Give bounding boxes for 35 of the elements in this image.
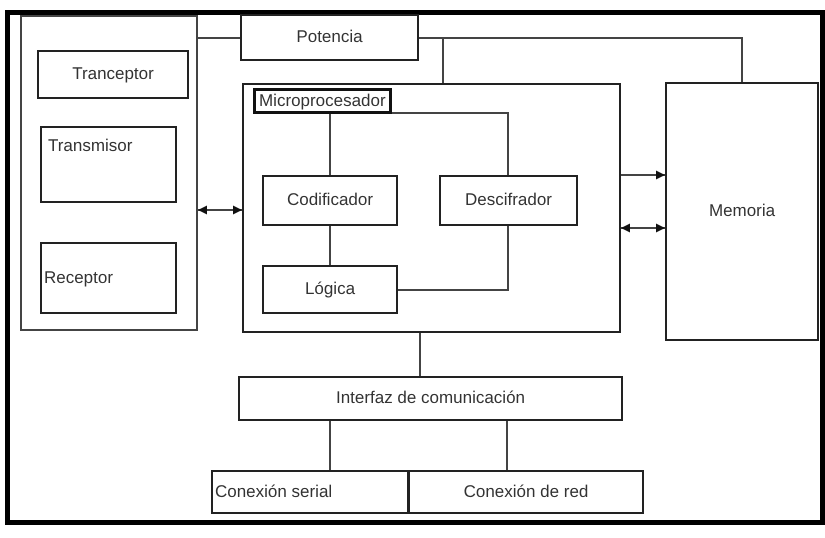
arrow (198, 206, 242, 214)
process-box (439, 175, 578, 226)
box-label: Codificador (287, 190, 373, 211)
connector-line (419, 333, 421, 376)
process-box (408, 470, 644, 514)
box-label: Receptor (44, 268, 113, 288)
box-label: Memoria (708, 201, 776, 222)
process-box (240, 14, 419, 61)
group-box (20, 15, 198, 331)
box-label: Lógica (304, 279, 356, 300)
process-box (211, 470, 409, 514)
box-label: Descifrador (465, 190, 552, 211)
group-box (242, 83, 621, 333)
arrow (621, 224, 665, 232)
box-label: Interfaz de comunicación (336, 388, 525, 409)
box-label: Tranceptor (72, 64, 154, 85)
process-box (665, 82, 819, 341)
box-label: Conexión de red (464, 482, 588, 502)
process-box (262, 265, 398, 314)
group-title: Microprocesador (253, 88, 392, 114)
process-box (40, 242, 177, 314)
connector-line (329, 226, 331, 265)
box-label: Transmisor (48, 136, 132, 156)
process-box (40, 126, 177, 203)
connector-line (329, 421, 331, 470)
connector-line (506, 421, 508, 470)
box-label: Conexión serial (215, 482, 332, 502)
connector-line (198, 37, 240, 39)
box-label: Potencia (296, 27, 363, 48)
process-box (262, 175, 398, 226)
process-box (238, 376, 623, 421)
connector-line (398, 226, 509, 291)
process-box (37, 50, 189, 99)
connector-line (419, 37, 444, 83)
arrow (621, 170, 665, 180)
